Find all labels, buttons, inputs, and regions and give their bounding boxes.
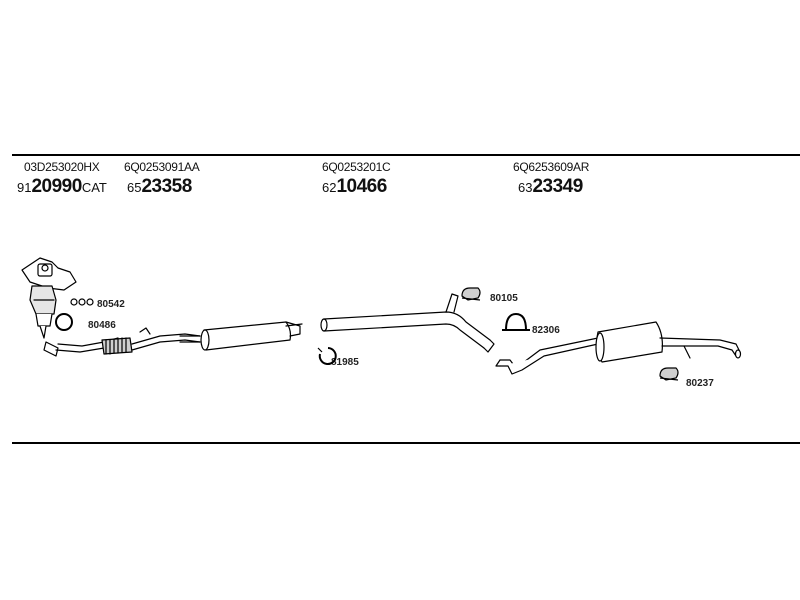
bottom-divider	[12, 442, 800, 444]
accessory-label-80105[interactable]: 80105	[490, 293, 518, 304]
oe-number-middle-pipe: 6Q0253201C	[322, 160, 391, 174]
accessory-label-80486[interactable]: 80486	[88, 320, 116, 331]
rear-silencer-part[interactable]	[495, 321, 742, 375]
accessory-label-80237[interactable]: 80237	[686, 378, 714, 389]
rubber-hanger-icon[interactable]	[461, 287, 481, 301]
article-number-front-silencer[interactable]: 6523358	[127, 176, 192, 197]
article-number-middle-pipe[interactable]: 6210466	[322, 176, 387, 197]
oe-number-front-silencer: 6Q0253091AA	[124, 160, 200, 174]
oe-number-catalytic-converter: 03D253020HX	[24, 160, 100, 174]
u-bolt-clamp-icon[interactable]	[502, 312, 530, 331]
catalytic-converter-part[interactable]	[21, 257, 201, 357]
sealing-ring-icon[interactable]	[55, 313, 74, 331]
article-number-catalytic-converter[interactable]: 9120990CAT	[17, 176, 107, 197]
accessory-label-82306[interactable]: 82306	[532, 325, 560, 336]
accessory-label-80542[interactable]: 80542	[97, 299, 125, 310]
hose-clamp-icon[interactable]	[317, 347, 337, 365]
nut-bolt-set-icon[interactable]	[70, 298, 94, 306]
top-divider	[12, 154, 800, 156]
front-silencer-part[interactable]	[179, 321, 303, 351]
article-number-rear-silencer[interactable]: 6323349	[518, 176, 583, 197]
oe-number-rear-silencer: 6Q6253609AR	[513, 160, 590, 174]
rubber-hanger-icon[interactable]	[659, 367, 679, 381]
middle-pipe-part[interactable]	[320, 293, 495, 353]
accessory-label-81985[interactable]: 81985	[331, 357, 359, 368]
